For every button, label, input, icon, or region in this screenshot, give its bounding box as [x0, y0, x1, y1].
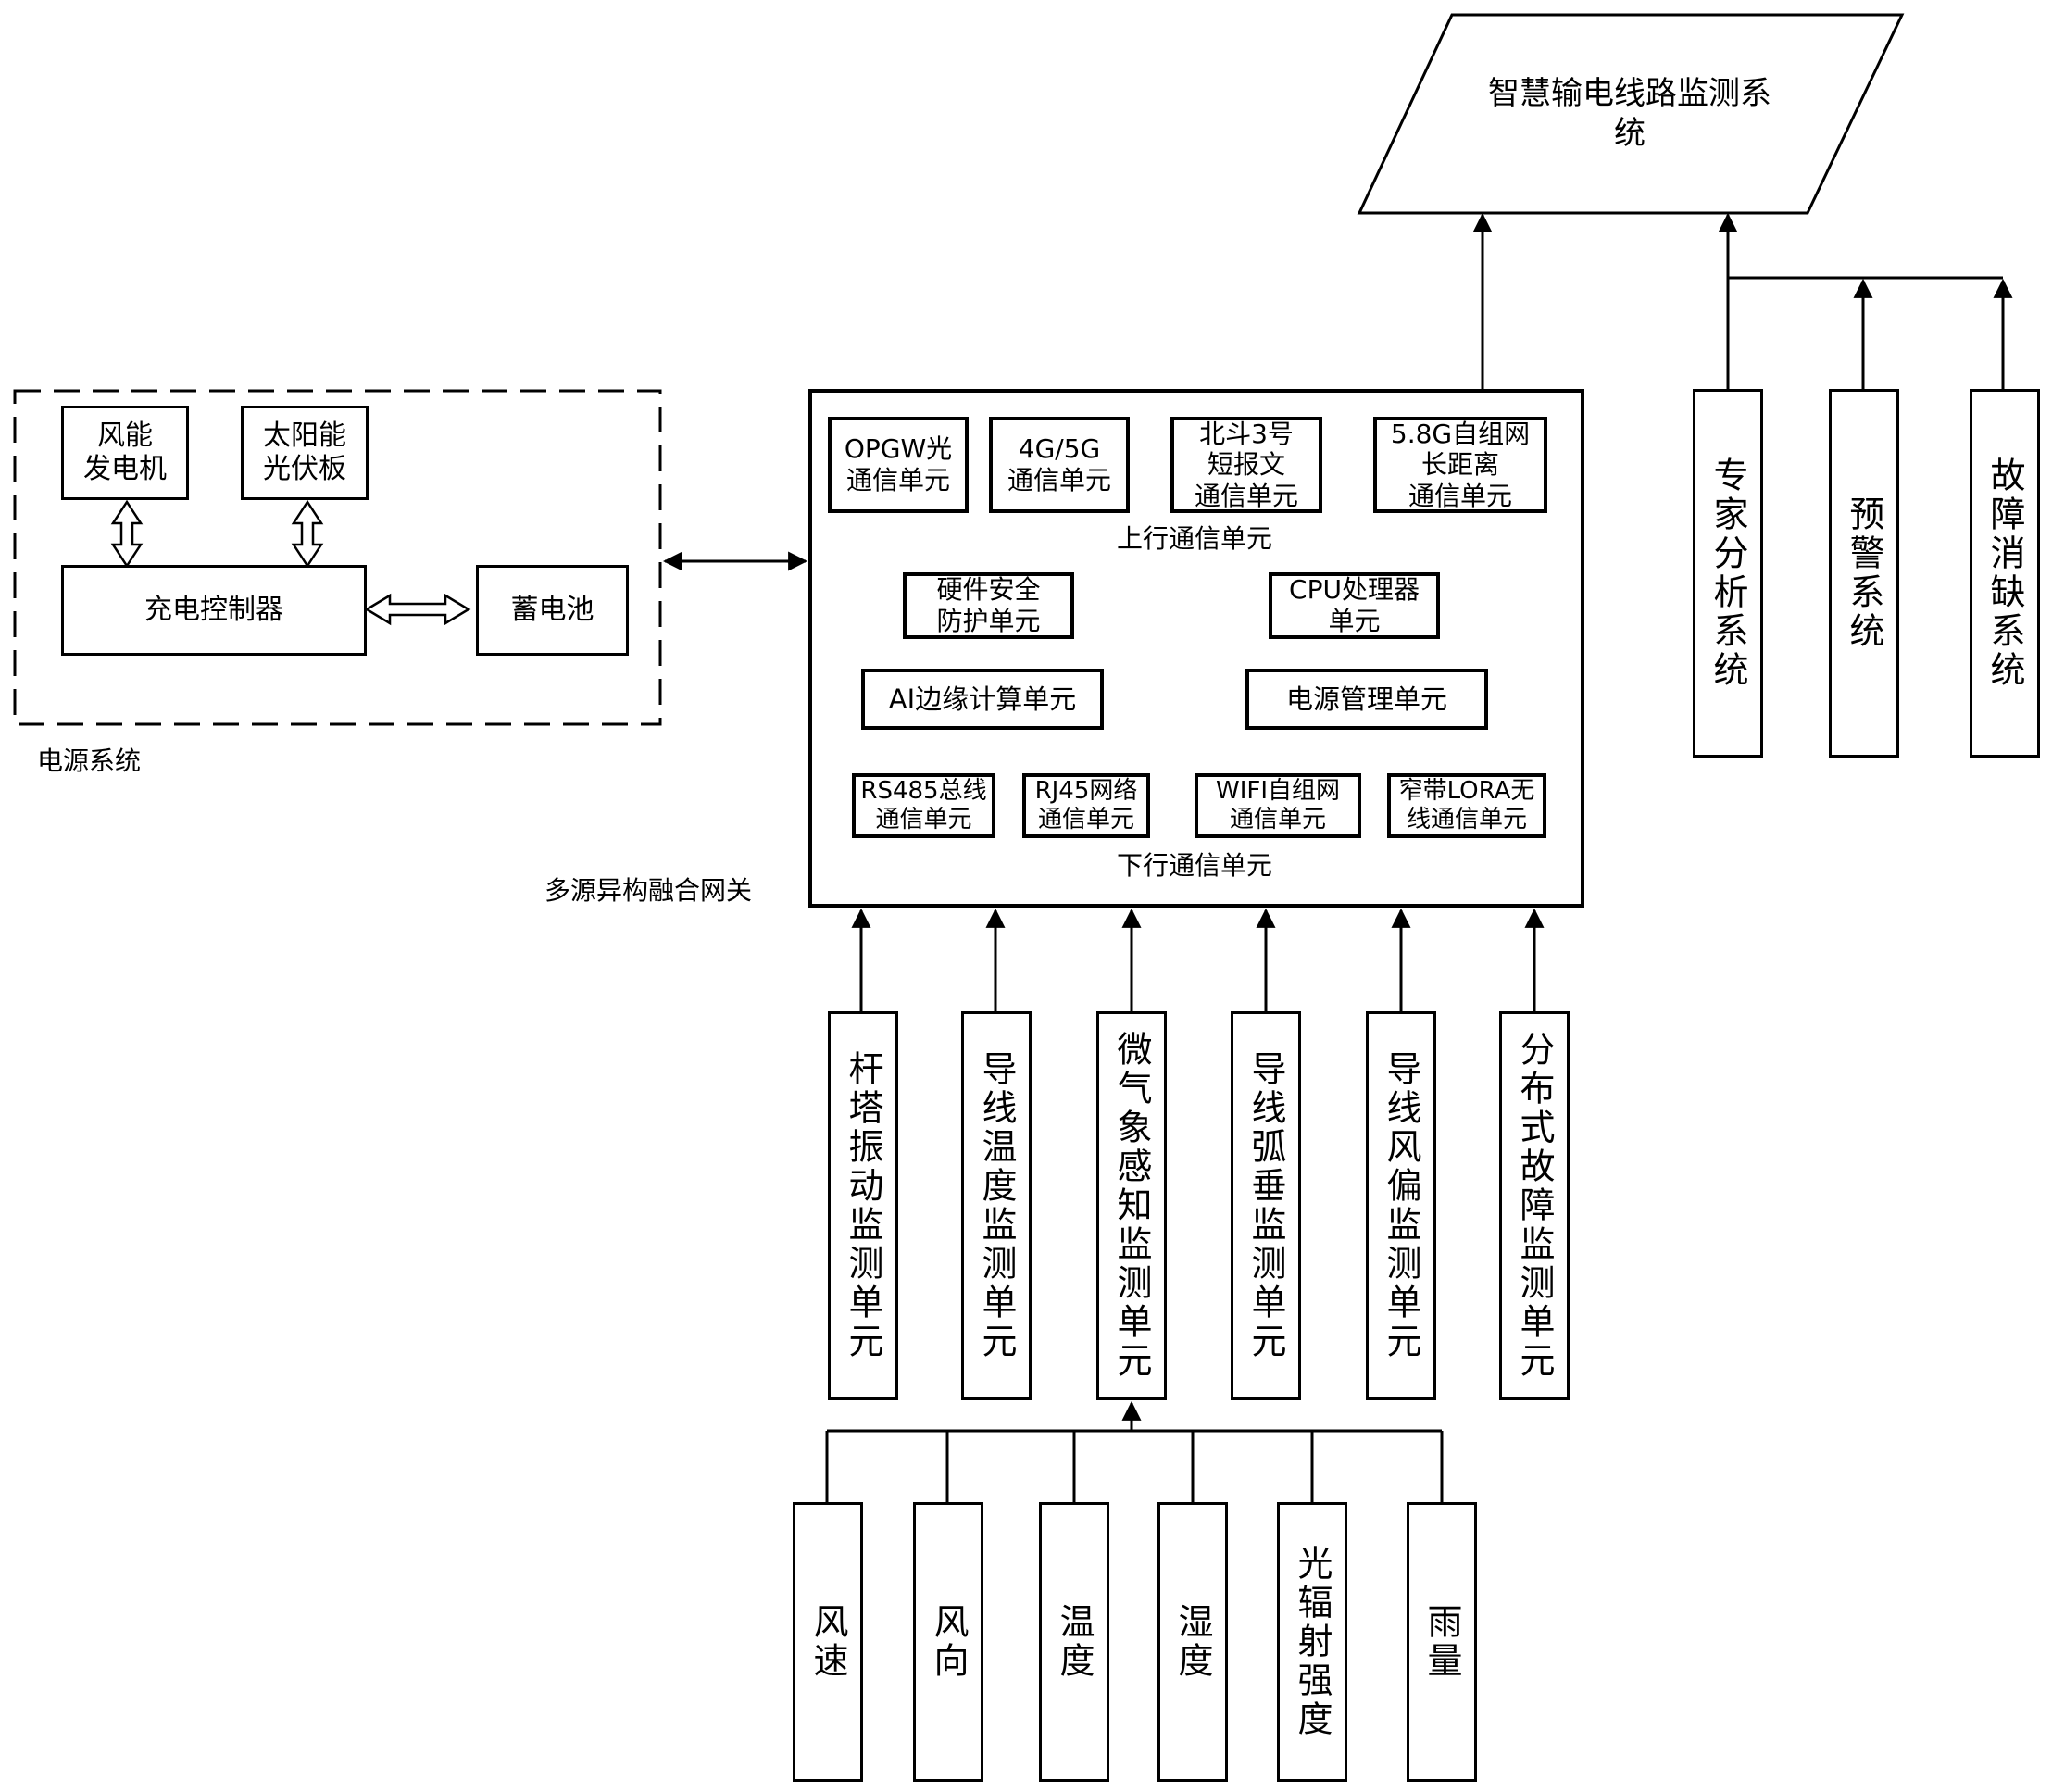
fault-elimination-system: 故障消缺系统: [1970, 389, 2040, 758]
warning-system: 预警系统: [1829, 389, 1899, 758]
warning-text: 预警系统: [1846, 495, 1882, 651]
charger-battery-arrow: [367, 595, 469, 623]
fault-elimination-text: 故障消缺系统: [1987, 457, 2022, 690]
distributed-fault-text: 分布式故障监测单元: [1517, 1031, 1552, 1381]
conductor-temp-unit: 导线温度监测单元: [961, 1011, 1032, 1400]
uplink-group-label: 上行通信单元: [1009, 519, 1380, 556]
power-system-label: 电源系统: [37, 741, 141, 778]
monitoring-system-title: 智慧输电线路监测系 统: [1445, 74, 1815, 153]
micro-meteorology-unit: 微气象感知监测单元: [1096, 1011, 1167, 1400]
humidity-text: 湿度: [1175, 1603, 1210, 1681]
wind-charger-arrow: [113, 502, 141, 566]
cpu-box: CPU处理器 单元: [1269, 572, 1440, 639]
light-radiation-box: 光辐射强度: [1277, 1502, 1347, 1782]
conductor-sag-unit: 导线弧垂监测单元: [1231, 1011, 1301, 1400]
downlink-group-label: 下行通信单元: [1009, 846, 1380, 883]
solar-charger-arrow: [294, 502, 321, 566]
conductor-temp-text: 导线温度监测单元: [979, 1050, 1014, 1361]
hw-security-box: 硬件安全 防护单元: [903, 572, 1074, 639]
humidity-box: 湿度: [1157, 1502, 1228, 1782]
tower-vibration-unit: 杆塔振动监测单元: [828, 1011, 898, 1400]
wind-generator-box: 风能 发电机: [61, 406, 189, 500]
tower-vibration-text: 杆塔振动监测单元: [845, 1050, 881, 1361]
temperature-text: 温度: [1057, 1603, 1092, 1681]
battery-box: 蓄电池: [476, 565, 629, 656]
distributed-fault-unit: 分布式故障监测单元: [1499, 1011, 1570, 1400]
temperature-box: 温度: [1039, 1502, 1109, 1782]
expert-analysis-text: 专家分析系统: [1710, 457, 1745, 690]
gateway-label: 多源异构融合网关: [544, 871, 752, 908]
rainfall-text: 雨量: [1424, 1603, 1459, 1681]
uplink-beidou: 北斗3号 短报文 通信单元: [1170, 417, 1322, 513]
rainfall-box: 雨量: [1407, 1502, 1477, 1782]
wind-direction-text: 风向: [931, 1603, 966, 1681]
downlink-rs485: RS485总线 通信单元: [852, 773, 995, 838]
ai-edge-box: AI边缘计算单元: [861, 669, 1104, 730]
conductor-sag-text: 导线弧垂监测单元: [1248, 1050, 1283, 1361]
power-mgmt-box: 电源管理单元: [1245, 669, 1488, 730]
solar-panel-box: 太阳能 光伏板: [241, 406, 369, 500]
wind-deflection-text: 导线风偏监测单元: [1383, 1050, 1419, 1361]
wind-deflection-unit: 导线风偏监测单元: [1366, 1011, 1436, 1400]
light-radiation-text: 光辐射强度: [1295, 1545, 1330, 1739]
downlink-lora: 窄带LORA无 线通信单元: [1387, 773, 1546, 838]
wind-speed-box: 风速: [793, 1502, 863, 1782]
uplink-4g5g: 4G/5G 通信单元: [989, 417, 1130, 513]
downlink-wifi: WIFI自组网 通信单元: [1195, 773, 1361, 838]
micro-meteorology-text: 微气象感知监测单元: [1114, 1031, 1149, 1381]
charge-controller-box: 充电控制器: [61, 565, 367, 656]
expert-analysis-system: 专家分析系统: [1693, 389, 1763, 758]
uplink-5g8: 5.8G自组网 长距离 通信单元: [1373, 417, 1547, 513]
wind-speed-text: 风速: [810, 1603, 845, 1681]
downlink-rj45: RJ45网络 通信单元: [1022, 773, 1150, 838]
wind-direction-box: 风向: [913, 1502, 983, 1782]
uplink-opgw: OPGW光 通信单元: [828, 417, 969, 513]
